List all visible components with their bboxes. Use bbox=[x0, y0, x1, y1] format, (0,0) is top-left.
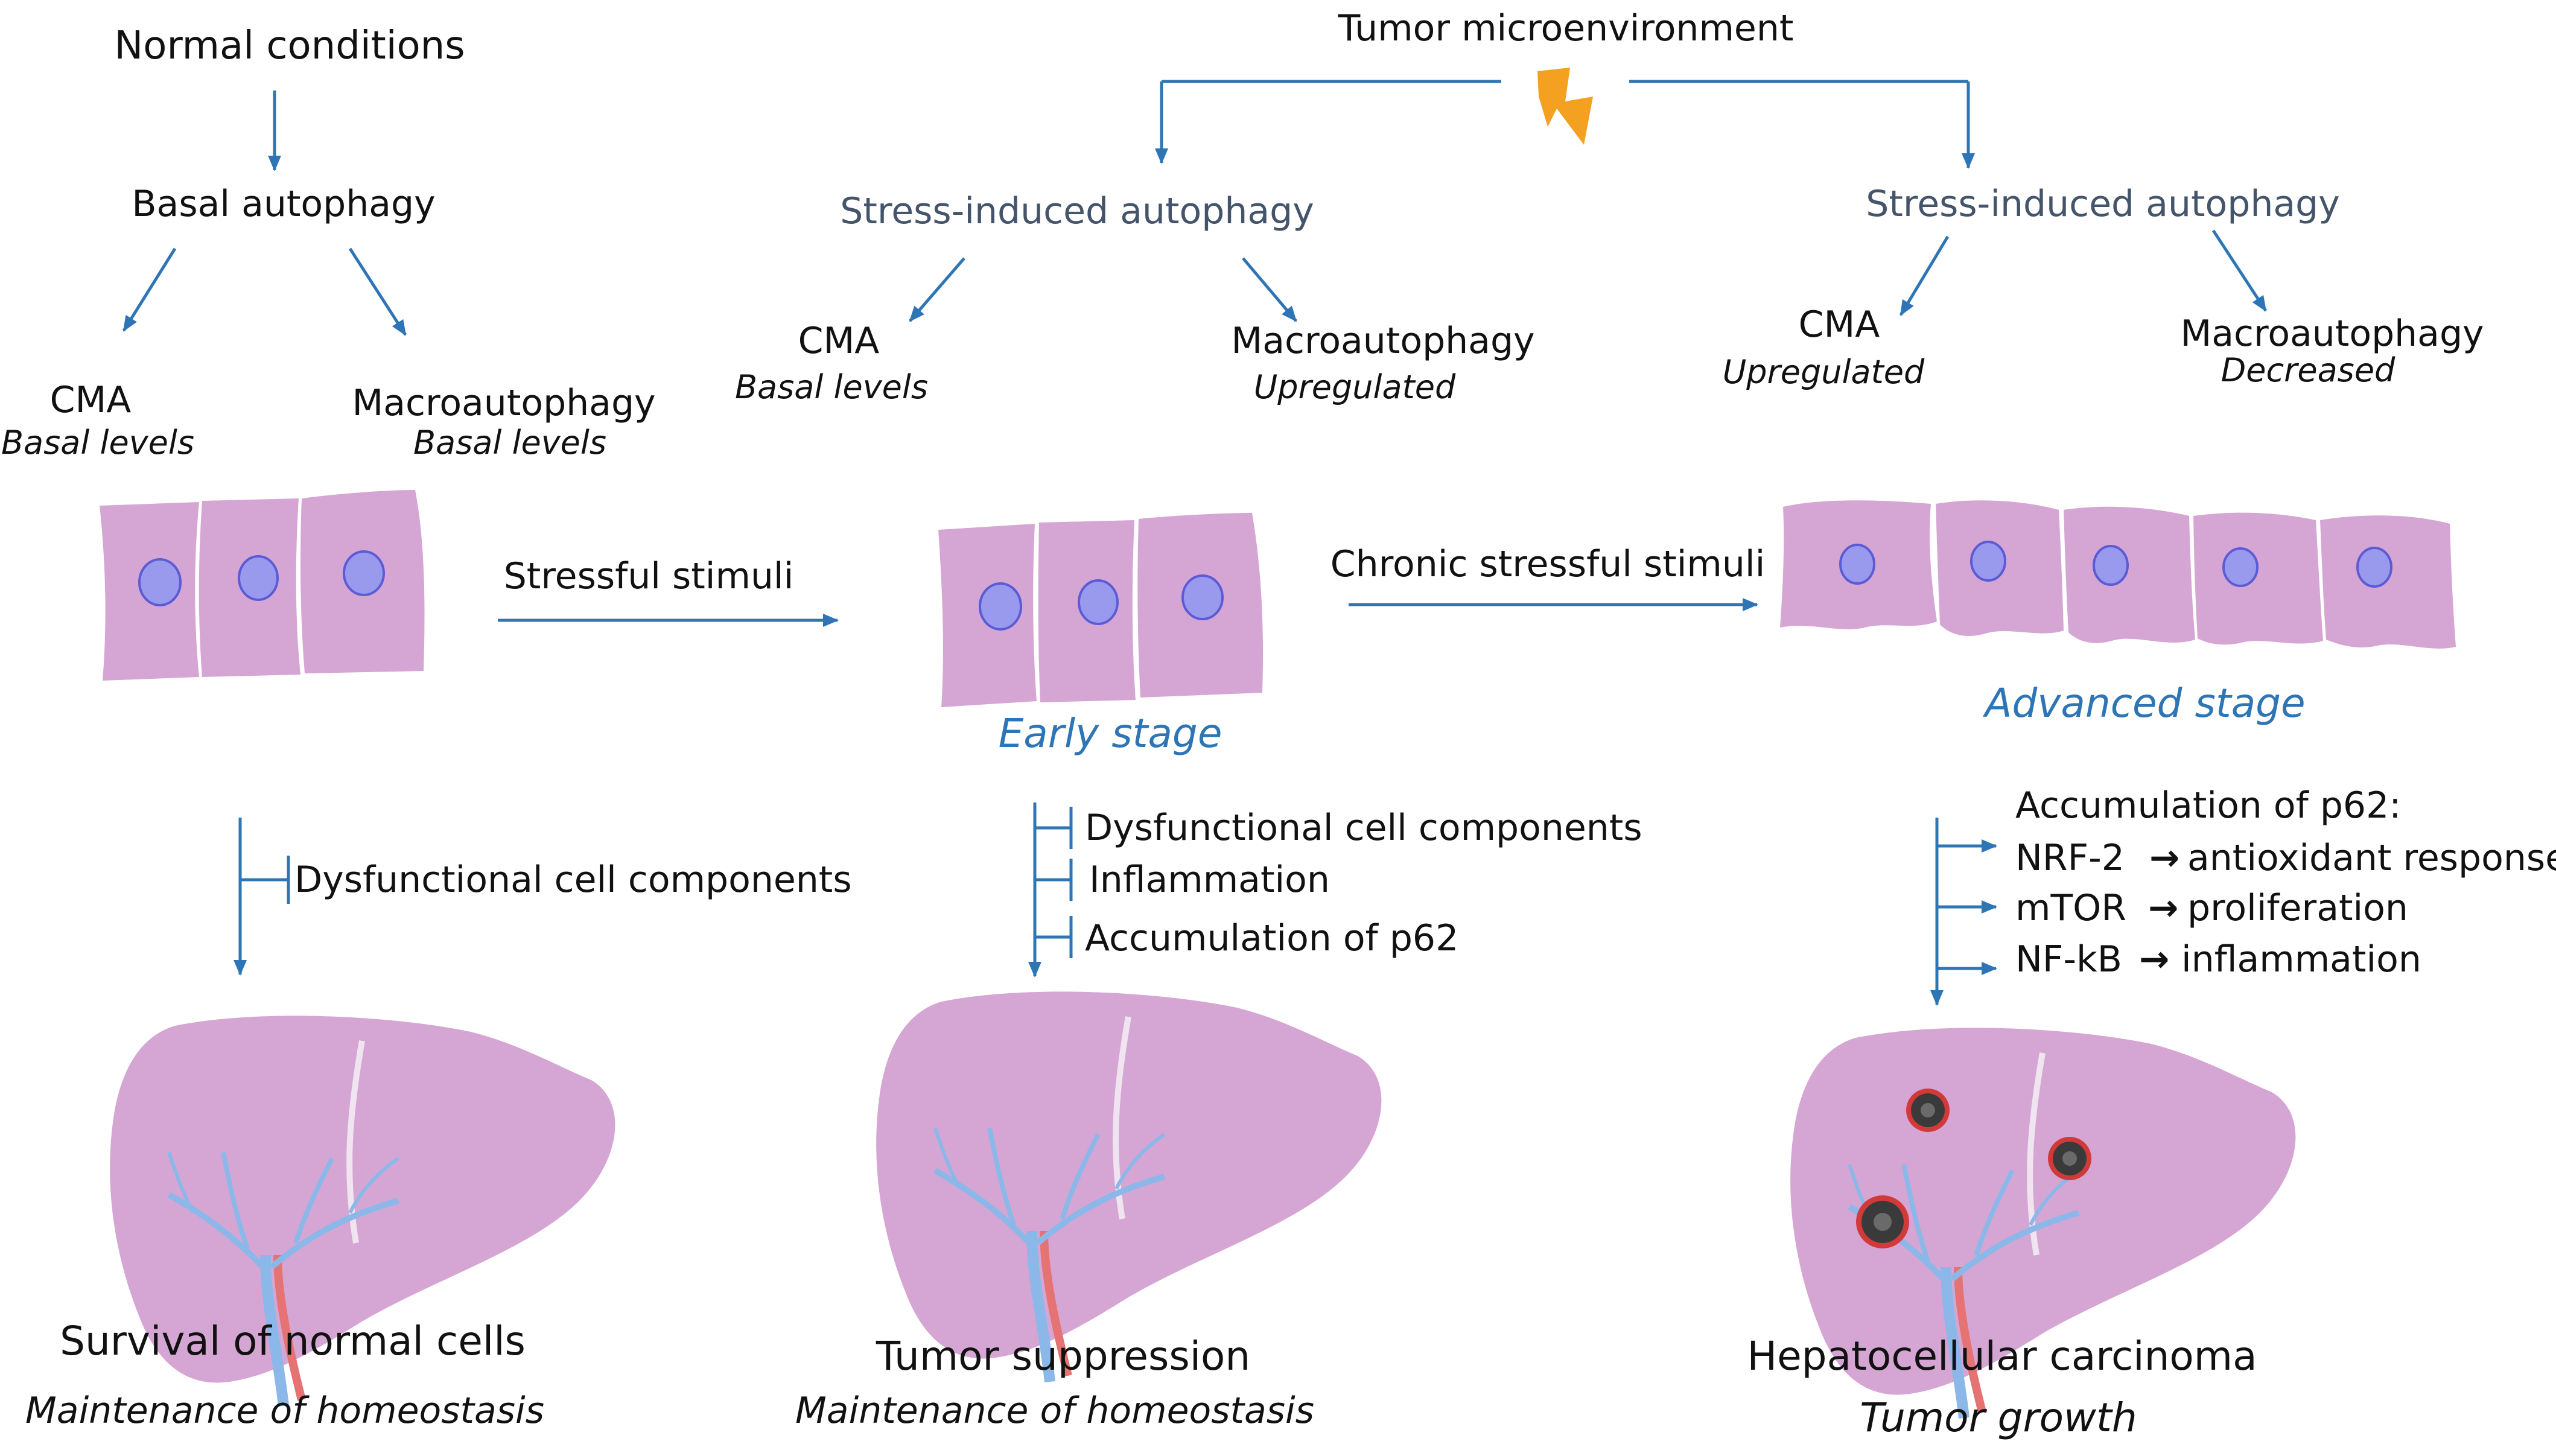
early-macro-level: Upregulated bbox=[1254, 368, 1456, 406]
arrow-advanced-to-macro bbox=[2211, 229, 2268, 312]
tumor-nodule-icon bbox=[2048, 1137, 2091, 1180]
tumor-nodule-icon bbox=[1906, 1089, 1950, 1132]
arrow-early-to-macro bbox=[1242, 257, 1297, 322]
normal-macro-level: Basal levels bbox=[413, 424, 606, 462]
pathway-effect: proliferation bbox=[2187, 887, 2408, 929]
nucleus bbox=[238, 555, 279, 601]
early-autophagy: Stress-induced autophagy bbox=[840, 190, 1314, 232]
nucleus bbox=[2222, 547, 2259, 587]
early-inhibit-item: Dysfunctional cell components bbox=[1085, 807, 1642, 849]
normal-cma: CMA bbox=[50, 379, 132, 421]
arrow-basal-to-cma bbox=[122, 247, 177, 332]
lightning-bolt-icon bbox=[1537, 68, 1593, 145]
hepatocyte-cell-icon bbox=[2064, 506, 2195, 643]
pathway-mtor: mTOR → proliferation bbox=[2015, 887, 2408, 929]
nucleus bbox=[2356, 547, 2392, 588]
nucleus bbox=[1970, 541, 2006, 582]
tumor-microenvironment-label: Tumor microenvironment bbox=[1338, 7, 1794, 49]
early-inhibit-item: Inflammation bbox=[1089, 859, 1330, 901]
hepatocyte-cell-icon bbox=[2320, 515, 2456, 649]
arrow-early-to-cma bbox=[909, 257, 965, 322]
early-outcome: Tumor suppression bbox=[876, 1333, 1251, 1379]
pathway-effect: inflammation bbox=[2181, 938, 2421, 981]
normal-title: Normal conditions bbox=[114, 24, 465, 68]
early-liver bbox=[876, 991, 1381, 1382]
nucleus bbox=[1839, 544, 1875, 585]
arrow-basal-to-macro bbox=[348, 247, 407, 336]
normal-inhibit-item: Dysfunctional cell components bbox=[294, 859, 852, 901]
early-macro: Macroautophagy bbox=[1231, 320, 1534, 362]
nucleus bbox=[138, 558, 182, 606]
early-cells bbox=[938, 513, 1264, 707]
nucleus bbox=[979, 582, 1022, 631]
pathway-arrow-glyph: → bbox=[2149, 837, 2179, 879]
normal-macro: Macroautophagy bbox=[352, 382, 655, 424]
early-cma: CMA bbox=[798, 320, 880, 362]
normal-autophagy: Basal autophagy bbox=[132, 183, 435, 225]
normal-cells bbox=[100, 490, 425, 681]
tumor-nodule-icon bbox=[1856, 1195, 1909, 1248]
early-cma-level: Basal levels bbox=[735, 368, 928, 406]
advanced-macro-level: Decreased bbox=[2221, 351, 2395, 389]
stressful-stimuli-label: Stressful stimuli bbox=[504, 555, 794, 597]
advanced-cma-level: Upregulated bbox=[1723, 353, 1925, 391]
normal-cma-level: Basal levels bbox=[1, 424, 194, 462]
pathway-name: NF-kB bbox=[2015, 938, 2122, 981]
nucleus bbox=[2093, 545, 2129, 586]
normal-outcome: Survival of normal cells bbox=[60, 1318, 526, 1364]
pathway-arrow-glyph: → bbox=[2148, 887, 2178, 929]
pathway-name: NRF-2 bbox=[2015, 837, 2125, 879]
hepatocyte-cell-icon bbox=[2193, 512, 2323, 645]
advanced-outcome: Hepatocellular carcinoma bbox=[1747, 1333, 2257, 1379]
early-inhibit-item: Accumulation of p62 bbox=[1085, 917, 1458, 959]
nucleus bbox=[1181, 574, 1224, 620]
early-stage-label: Early stage bbox=[999, 710, 1222, 757]
nucleus bbox=[343, 550, 385, 596]
arrow-advanced-to-cma bbox=[1899, 235, 1950, 316]
chronic-stimuli-label: Chronic stressful stimuli bbox=[1330, 543, 1765, 585]
advanced-p62-header: Accumulation of p62: bbox=[2015, 784, 2401, 827]
pathway-arrow-glyph: → bbox=[2139, 938, 2169, 981]
advanced-liver bbox=[1790, 1028, 2295, 1418]
nucleus bbox=[1078, 579, 1119, 625]
advanced-cells bbox=[1780, 500, 2456, 649]
advanced-cma: CMA bbox=[1799, 304, 1880, 346]
advanced-outcome-sub: Tumor growth bbox=[1860, 1394, 2137, 1441]
advanced-autophagy: Stress-induced autophagy bbox=[1866, 183, 2339, 225]
pathway-name: mTOR bbox=[2015, 887, 2126, 929]
early-outcome-sub: Maintenance of homeostasis bbox=[795, 1390, 1314, 1432]
advanced-stage-label: Advanced stage bbox=[1982, 680, 2305, 726]
advanced-macro: Macroautophagy bbox=[2180, 313, 2484, 355]
pathway-nrf2: NRF-2 → antioxidant response bbox=[2015, 837, 2556, 879]
normal-outcome-sub: Maintenance of homeostasis bbox=[25, 1390, 544, 1432]
liver-icon bbox=[876, 991, 1381, 1382]
pathway-nfkb: NF-kB → inflammation bbox=[2015, 938, 2421, 981]
pathway-effect: antioxidant response bbox=[2187, 837, 2556, 879]
